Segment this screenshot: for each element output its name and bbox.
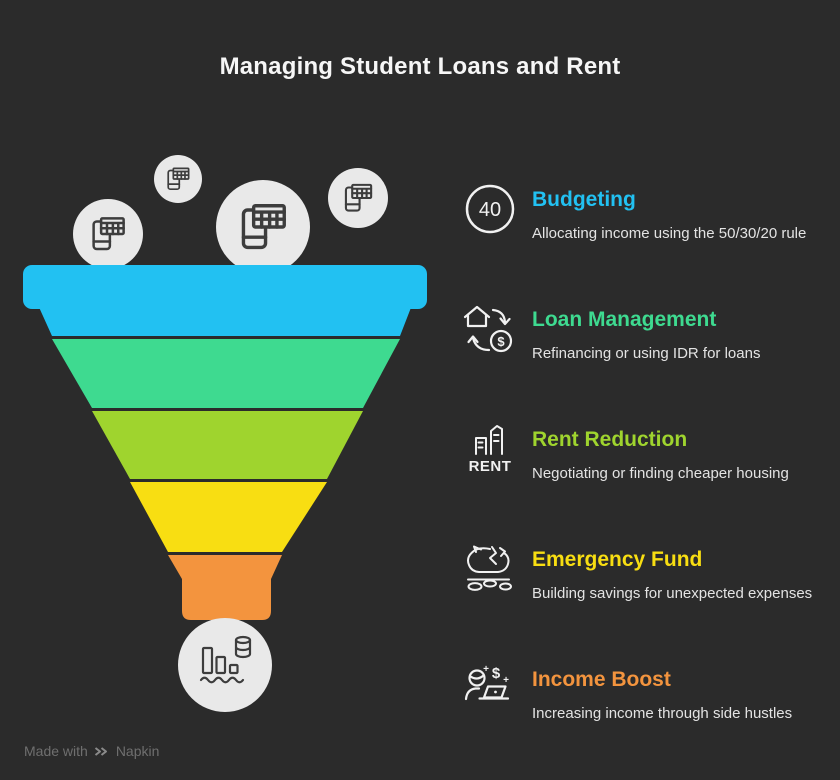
list-item-income-boost: $ + + Income Boost Increasing income thr… (462, 664, 834, 723)
list-item-emergency-fund: Emergency Fund Building savings for unex… (462, 544, 834, 603)
svg-text:$: $ (492, 665, 501, 682)
funnel-stage-emergency-fund (130, 482, 327, 552)
rent-icon-label: RENT (469, 458, 512, 475)
page-title: Managing Student Loans and Rent (219, 53, 621, 80)
funnel-stage-loan-management (52, 339, 400, 408)
napkin-logo-icon (94, 746, 107, 756)
funnel-stage-rent-reduction (92, 411, 363, 479)
made-with-label: Made with (24, 743, 88, 759)
item-title: Income Boost (532, 668, 671, 691)
list-item-loan-management: $ Loan Management Refinancing or using I… (462, 304, 834, 363)
list-item-rent-reduction: RENT Rent Reduction Negotiating or findi… (462, 424, 834, 483)
funnel-diagram (23, 155, 427, 712)
item-description: Negotiating or finding cheaper housing (532, 465, 789, 482)
svg-text:$: $ (497, 334, 505, 349)
item-title: Emergency Fund (532, 548, 703, 571)
declining-bars-coins-icon (199, 635, 252, 684)
funnel-stage-budgeting (23, 265, 427, 336)
funnel-stage-income-boost (168, 555, 282, 620)
item-description: Allocating income using the 50/30/20 rul… (532, 225, 807, 242)
napkin-watermark[interactable]: Made with Napkin (24, 743, 159, 759)
item-description: Building savings for unexpected expenses (532, 585, 813, 602)
person-laptop-earnings-icon: $ + + (464, 664, 510, 701)
item-title: Budgeting (532, 188, 636, 211)
rent-buildings-icon: RENT (469, 425, 512, 475)
list-item-budgeting: 40 Budgeting Allocating income using the… (462, 184, 834, 243)
brand-label: Napkin (115, 743, 160, 759)
funnel-output-bubble (178, 618, 272, 712)
broken-piggy-bank-icon (467, 545, 512, 591)
house-dollar-exchange-icon: $ (463, 305, 513, 353)
item-description: Increasing income through side hustles (532, 705, 793, 722)
item-title: Rent Reduction (532, 428, 688, 451)
svg-text:+: + (483, 664, 489, 675)
funnel-stages (23, 265, 427, 620)
funnel-input-bubbles (73, 155, 388, 274)
badge-40-icon: 40 (465, 184, 515, 234)
svg-text:+: + (503, 675, 509, 686)
item-title: Loan Management (532, 308, 717, 331)
badge-40-text: 40 (479, 199, 501, 221)
item-description: Refinancing or using IDR for loans (532, 345, 761, 362)
